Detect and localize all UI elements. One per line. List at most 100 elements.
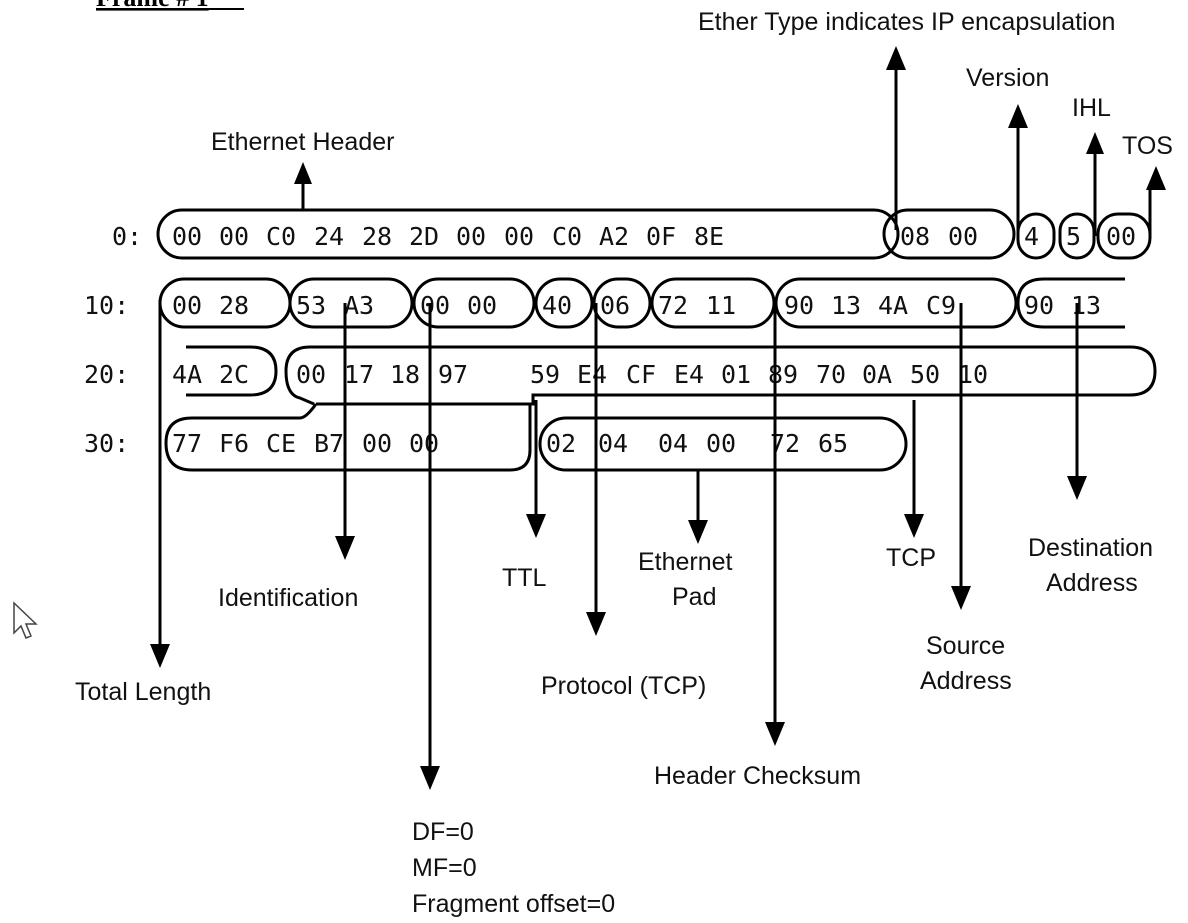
hex-byte: 00 bbox=[409, 429, 439, 458]
hex-byte: 00 bbox=[172, 222, 202, 251]
arrowhead-protocol bbox=[586, 612, 606, 636]
hex-byte: 4A bbox=[172, 360, 202, 389]
label-fragment-offset: Fragment offset=0 bbox=[412, 890, 615, 918]
label-identification: Identification bbox=[218, 584, 358, 612]
label-source-line1: Source bbox=[926, 632, 1005, 660]
row-offsets: 0: 10: 20: 30: bbox=[84, 222, 142, 458]
hex-byte: 59 bbox=[530, 360, 560, 389]
label-ihl: IHL bbox=[1072, 94, 1111, 122]
label-source-line2: Address bbox=[920, 667, 1012, 695]
hex-byte: 00 bbox=[948, 222, 978, 251]
hex-byte: 72 bbox=[658, 291, 688, 320]
label-mf: MF=0 bbox=[412, 854, 477, 882]
row-offset-0: 0: bbox=[112, 222, 142, 251]
arrowhead-ethernet-header bbox=[294, 162, 312, 184]
hex-byte: 00 bbox=[362, 429, 392, 458]
hex-byte: A2 bbox=[599, 222, 629, 251]
hex-byte: C0 bbox=[266, 222, 296, 251]
hex-byte: 89 bbox=[768, 360, 798, 389]
hex-byte: 04 bbox=[598, 429, 628, 458]
hex-byte: 2C bbox=[219, 360, 249, 389]
field-bubbles bbox=[156, 208, 1157, 472]
label-ethernet-header: Ethernet Header bbox=[211, 128, 394, 156]
bubble-flags bbox=[412, 277, 536, 329]
hex-byte: A3 bbox=[344, 291, 374, 320]
frame-title: Frame # 1 bbox=[96, 0, 209, 12]
arrowhead-destination-address bbox=[1067, 476, 1087, 500]
arrowhead-tcp bbox=[904, 514, 924, 538]
arrowhead-source-address bbox=[951, 586, 971, 610]
hex-byte: 0A bbox=[862, 360, 892, 389]
arrowhead-identification bbox=[335, 536, 355, 560]
arrowhead-ttl bbox=[526, 514, 546, 538]
arrowhead-version bbox=[1008, 104, 1028, 128]
hex-byte: 70 bbox=[816, 360, 846, 389]
arrowhead-total-length bbox=[150, 644, 170, 668]
label-version: Version bbox=[966, 64, 1049, 92]
hex-byte: CE bbox=[266, 429, 296, 458]
hex-byte: 24 bbox=[314, 222, 344, 251]
hex-byte: 4A bbox=[878, 291, 908, 320]
hex-byte: 00 bbox=[420, 291, 450, 320]
hex-byte: 00 bbox=[296, 360, 326, 389]
label-destination-line2: Address bbox=[1046, 569, 1138, 597]
hex-byte: 00 bbox=[467, 291, 497, 320]
label-df: DF=0 bbox=[412, 818, 474, 846]
hex-byte: C9 bbox=[926, 291, 956, 320]
hex-byte: 8E bbox=[694, 222, 724, 251]
hex-byte: 17 bbox=[344, 360, 374, 389]
arrows bbox=[150, 46, 1166, 790]
hex-byte: 4 bbox=[1024, 222, 1039, 251]
mouse-pointer-icon bbox=[13, 601, 38, 639]
hex-byte: 00 bbox=[219, 222, 249, 251]
hex-byte: 06 bbox=[600, 291, 630, 320]
hex-byte: 28 bbox=[362, 222, 392, 251]
bubble-ether-type bbox=[882, 208, 1016, 260]
hex-byte: C0 bbox=[552, 222, 582, 251]
label-ether-type: Ether Type indicates IP encapsulation bbox=[698, 8, 1115, 36]
hex-byte: F6 bbox=[219, 429, 249, 458]
hex-byte: 10 bbox=[958, 360, 988, 389]
hex-byte: 50 bbox=[910, 360, 940, 389]
label-tcp: TCP bbox=[886, 544, 936, 572]
hex-byte: 77 bbox=[172, 429, 202, 458]
row-offset-10: 10: bbox=[84, 291, 129, 320]
hex-byte: 2D bbox=[409, 222, 439, 251]
arrowhead-header-checksum bbox=[765, 722, 785, 746]
hex-byte: CF bbox=[626, 360, 656, 389]
arrowhead-flags bbox=[420, 766, 440, 790]
bubble-ttl bbox=[534, 277, 594, 329]
hex-byte: B7 bbox=[314, 429, 344, 458]
label-header-checksum: Header Checksum bbox=[654, 762, 861, 790]
hex-byte: 00 bbox=[706, 429, 736, 458]
hex-byte: E4 bbox=[674, 360, 704, 389]
label-tos: TOS bbox=[1122, 132, 1173, 160]
label-total-length: Total Length bbox=[75, 678, 211, 706]
hex-byte: 00 bbox=[456, 222, 486, 251]
label-ethernet-pad-line2: Pad bbox=[672, 583, 716, 611]
hex-byte: 40 bbox=[542, 291, 572, 320]
label-protocol: Protocol (TCP) bbox=[541, 672, 706, 700]
bubble-ethernet-pad bbox=[538, 416, 908, 472]
bubble-identification bbox=[288, 277, 414, 329]
bubble-tcp-segment-left bbox=[284, 345, 315, 406]
hex-byte: 13 bbox=[831, 291, 861, 320]
label-ethernet-pad-line1: Ethernet bbox=[638, 548, 733, 576]
bubble-tcp-segment bbox=[310, 345, 1157, 406]
hex-byte: 53 bbox=[296, 291, 326, 320]
hex-byte: 0F bbox=[646, 222, 676, 251]
arrowhead-tos bbox=[1146, 166, 1166, 190]
hex-byte: 04 bbox=[658, 429, 688, 458]
hex-byte: 00 bbox=[1106, 222, 1136, 251]
hex-byte: 18 bbox=[390, 360, 420, 389]
hex-byte: 00 bbox=[504, 222, 534, 251]
hex-byte: 97 bbox=[438, 360, 468, 389]
hex-byte: 90 bbox=[784, 291, 814, 320]
bubble-protocol bbox=[592, 277, 652, 329]
hex-byte: 11 bbox=[706, 291, 736, 320]
hex-byte: 90 bbox=[1024, 291, 1054, 320]
label-ttl: TTL bbox=[502, 564, 547, 592]
bubble-destination-tail bbox=[186, 345, 278, 397]
row-offset-30: 30: bbox=[84, 429, 129, 458]
